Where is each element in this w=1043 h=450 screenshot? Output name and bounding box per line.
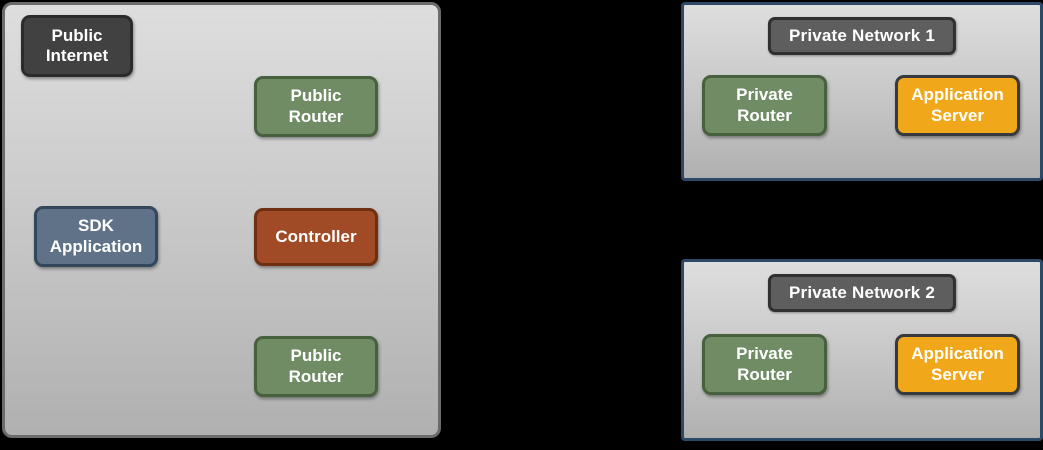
private-network-2-panel: Private Network 2 Private Router Applica… [681, 259, 1043, 441]
node-application-server-2[interactable]: Application Server [895, 334, 1020, 395]
private-network-1-badge: Private Network 1 [767, 17, 957, 55]
node-private-router-1-label: Private Router [736, 85, 793, 125]
node-application-server-2-label: Application Server [911, 344, 1004, 384]
private-network-1-badge-label: Private Network 1 [788, 26, 936, 45]
node-public-router-top-label: Public Router [288, 86, 344, 126]
node-private-router-2[interactable]: Private Router [702, 334, 827, 395]
node-controller[interactable]: Controller [254, 208, 378, 266]
private-network-2-badge-label: Private Network 2 [788, 283, 936, 302]
public-zone-panel: Public Internet Public Router SDK Applic… [2, 2, 441, 438]
node-sdk-application-label: SDK Application [49, 216, 143, 256]
node-private-router-2-label: Private Router [736, 344, 793, 384]
node-application-server-1[interactable]: Application Server [895, 75, 1020, 136]
private-network-1-panel: Private Network 1 Private Router Applica… [681, 2, 1043, 181]
node-controller-label: Controller [275, 226, 357, 246]
private-network-2-badge: Private Network 2 [767, 274, 957, 312]
node-public-router-top[interactable]: Public Router [254, 76, 378, 137]
node-sdk-application[interactable]: SDK Application [34, 206, 158, 267]
node-private-router-1[interactable]: Private Router [702, 75, 827, 136]
node-public-internet-label: Public Internet [45, 25, 109, 65]
node-public-router-bottom-label: Public Router [288, 346, 344, 386]
node-public-internet[interactable]: Public Internet [21, 15, 133, 77]
node-application-server-1-label: Application Server [911, 85, 1004, 125]
node-public-router-bottom[interactable]: Public Router [254, 336, 378, 397]
